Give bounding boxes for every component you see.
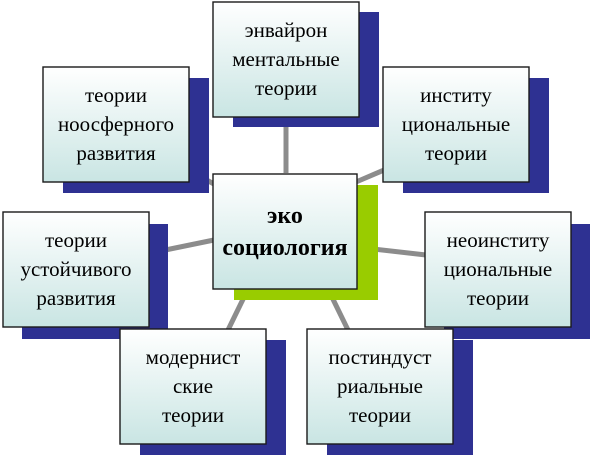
box-center <box>212 173 358 290</box>
node-boxes <box>2 1 572 445</box>
box-neoinstitutional <box>424 211 572 328</box>
center-node-title: эко социология <box>222 202 348 261</box>
node-label-institutional: институ циональные теории <box>401 83 511 165</box>
connector-institutional <box>355 167 385 185</box>
node-label-modernist: модернист ские теории <box>145 345 241 427</box>
node-label-postindustrial: постиндуст риальные теории <box>328 345 432 427</box>
box-sustainable <box>2 211 150 328</box>
node-label-environmental: энвайрон ментальные теории <box>232 18 340 100</box>
box-institutional <box>382 66 530 183</box>
node-label-neoinstitutional: неоинститу циональные теории <box>443 228 553 310</box>
node-label-noosphere: теории ноосферного развития <box>57 83 175 165</box>
box-modernist <box>119 328 267 445</box>
box-postindustrial <box>306 328 454 445</box>
box-noosphere <box>42 66 190 183</box>
node-label-sustainable: теории устойчивого развития <box>20 228 132 310</box>
box-environmental <box>212 1 360 118</box>
